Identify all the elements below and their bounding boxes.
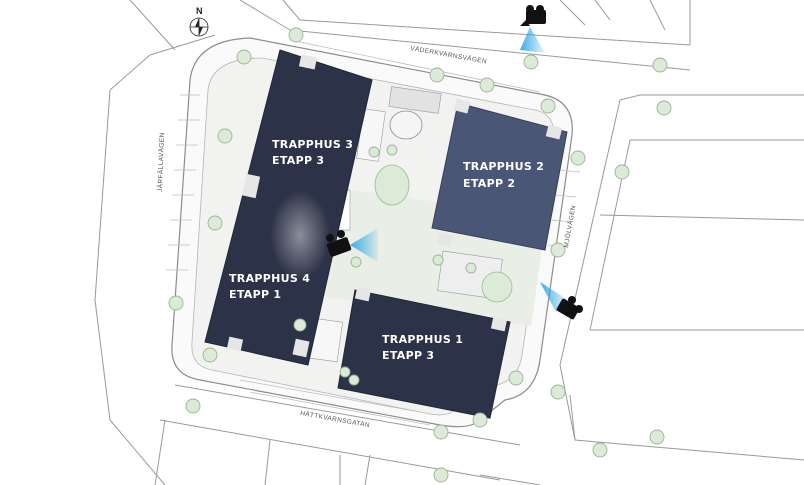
trapphus-2-label: TRAPPHUS 2 [463,160,544,173]
camera-icon [326,228,378,262]
north-arrow-icon: N [189,6,209,37]
street-lines [94,0,804,485]
building-trapphus-1 [337,286,511,419]
tree-icon [168,27,672,483]
street-label-top: VÄDERKVARNSVÄGEN [410,44,488,65]
etapp-1-label: ETAPP 1 [229,288,281,301]
svg-text:N: N [196,6,203,16]
etapp-3-label: ETAPP 3 [272,154,324,167]
building-notches [226,54,318,358]
etapp-3-label-b1: ETAPP 3 [382,349,434,362]
street-label-right: MJÖLVÄGEN [562,204,577,248]
trapphus-4-label: TRAPPHUS 4 [229,272,310,285]
etapp-2-label: ETAPP 2 [463,177,515,190]
street-label-left: JÄRFÄLLAVÄGEN [156,132,166,192]
building-trapphus-2 [431,98,568,251]
trapphus-1-label: TRAPPHUS 1 [382,333,463,346]
light-glow [270,190,330,280]
camera-icon [540,282,583,320]
parking-strips [166,39,581,426]
trapphus-3-label: TRAPPHUS 3 [272,138,353,151]
camera-icon [520,5,546,53]
